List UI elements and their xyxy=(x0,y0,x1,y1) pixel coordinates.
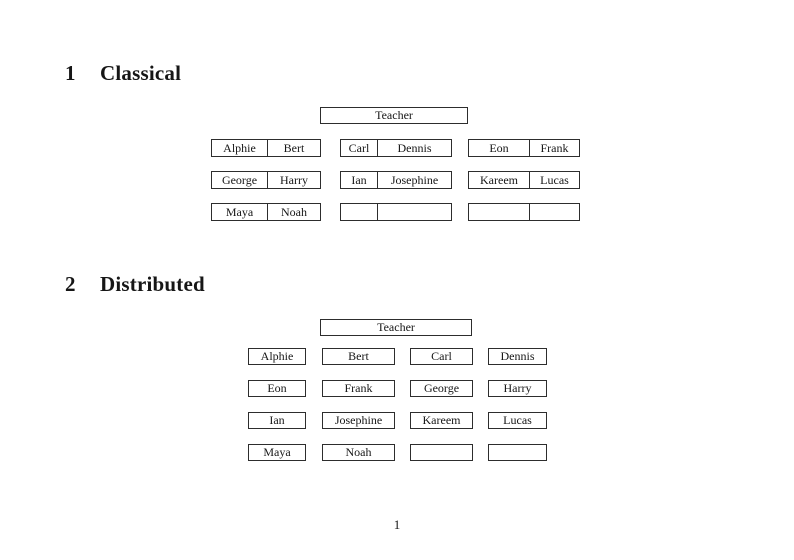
seat-cell: Carl xyxy=(431,349,452,363)
page-number: 1 xyxy=(393,517,401,532)
seat-cell: Alphie xyxy=(223,141,256,155)
seat-desk: Kareem xyxy=(410,412,473,429)
seat-desk xyxy=(468,203,580,221)
seat-cell: Kareem xyxy=(422,413,461,427)
seat-desk xyxy=(340,203,452,221)
seat-cell xyxy=(341,204,377,220)
seat-cell: Lucas xyxy=(529,172,579,188)
seat-cell: Harry xyxy=(267,172,320,188)
seat-cell: Josephine xyxy=(377,172,451,188)
seat-desk: Kareem Lucas xyxy=(468,171,580,189)
seat-cell: Noah xyxy=(267,204,320,220)
seat-desk: Carl Dennis xyxy=(340,139,452,157)
teacher-label: Teacher xyxy=(377,320,415,334)
seat-cell: Ian xyxy=(351,173,367,187)
section-title: Classical xyxy=(100,61,182,85)
seat-cell: Frank xyxy=(529,140,579,156)
seat-desk: Harry xyxy=(488,380,547,397)
seat-desk: Lucas xyxy=(488,412,547,429)
seat-cell: Dennis xyxy=(500,349,535,363)
seat-cell: Noah xyxy=(345,445,372,459)
seat-desk: Ian Josephine xyxy=(340,171,452,189)
seat-cell: Harry xyxy=(503,381,532,395)
seat-cell: Bert xyxy=(348,349,369,363)
seat-cell: Bert xyxy=(267,140,320,156)
seat-cell: George xyxy=(221,173,258,187)
seat-desk: Alphie Bert xyxy=(211,139,321,157)
seat-desk xyxy=(410,444,473,461)
seat-cell: Frank xyxy=(344,381,373,395)
seat-cell: Ian xyxy=(269,413,285,427)
section-number: 2 xyxy=(65,272,76,296)
seat-cell: Eon xyxy=(267,381,287,395)
seat-cell: Maya xyxy=(225,205,254,219)
seat-cell: Lucas xyxy=(503,413,532,427)
section-title: Distributed xyxy=(100,272,205,296)
seat-cell xyxy=(469,204,529,220)
seat-cell: Kareem xyxy=(480,173,518,187)
seat-cell: Josephine xyxy=(334,413,383,427)
teacher-box-distributed: Teacher xyxy=(320,319,472,336)
seat-desk: Dennis xyxy=(488,348,547,365)
seat-cell xyxy=(411,445,472,460)
seat-desk: Alphie xyxy=(248,348,306,365)
seat-desk: Carl xyxy=(410,348,473,365)
seat-cell: George xyxy=(423,381,460,395)
seat-cell xyxy=(489,445,546,460)
seat-desk: Bert xyxy=(322,348,395,365)
seat-desk: George Harry xyxy=(211,171,321,189)
seat-desk: Eon Frank xyxy=(468,139,580,157)
seat-desk: Josephine xyxy=(322,412,395,429)
seat-cell: Dennis xyxy=(377,140,451,156)
teacher-label: Teacher xyxy=(375,108,413,122)
seat-desk: Maya Noah xyxy=(211,203,321,221)
seat-desk: Ian xyxy=(248,412,306,429)
seat-cell xyxy=(529,204,579,220)
section-number: 1 xyxy=(65,61,76,85)
seat-desk: Frank xyxy=(322,380,395,397)
seat-cell: Alphie xyxy=(260,349,294,363)
seat-desk: Eon xyxy=(248,380,306,397)
seat-desk: Maya xyxy=(248,444,306,461)
teacher-box-classical: Teacher xyxy=(320,107,468,124)
seat-cell xyxy=(377,204,451,220)
section-heading-classical: 1 Classical xyxy=(65,61,181,85)
seat-cell: Eon xyxy=(489,141,509,155)
seat-desk: George xyxy=(410,380,473,397)
seat-desk xyxy=(488,444,547,461)
seat-desk: Noah xyxy=(322,444,395,461)
seat-cell: Carl xyxy=(348,141,370,155)
seat-cell: Maya xyxy=(263,445,291,459)
section-heading-distributed: 2 Distributed xyxy=(65,272,205,296)
